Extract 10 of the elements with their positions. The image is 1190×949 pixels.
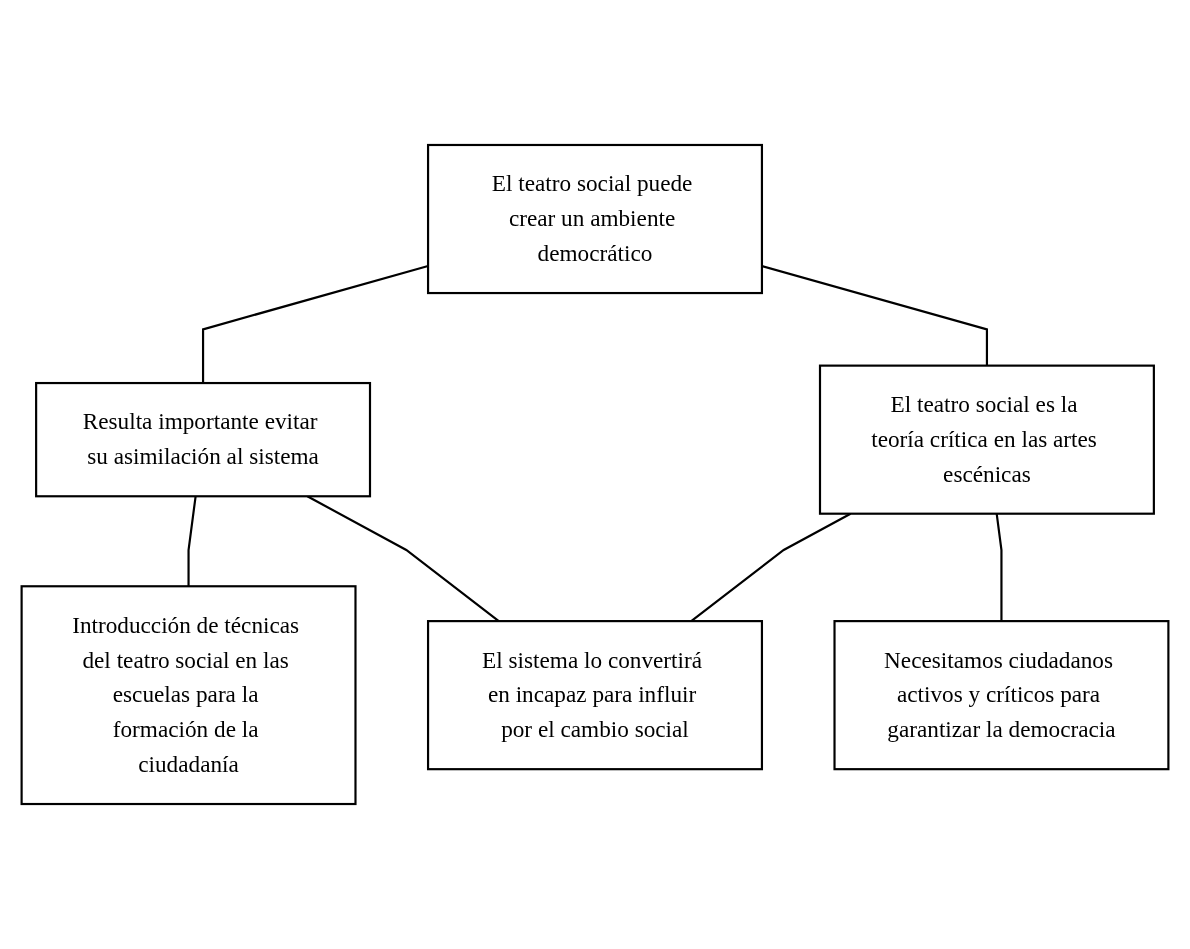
connector	[995, 513, 1003, 622]
connector	[201, 264, 429, 384]
node-box: Necesitamos ciudadanos activos y críticos para garantizar la democracia	[833, 620, 1170, 771]
node-box: Resulta importante evitar su asimilación al sistema	[35, 381, 372, 498]
node-box: El sistema lo convertirá en incapaz para influir por el cambio social	[426, 620, 764, 771]
connector	[187, 496, 197, 587]
node-box: El teatro social es la teoría crítica en las artes escénicas	[818, 364, 1155, 515]
connector	[761, 264, 989, 366]
node-box: Introducción de técnicas del teatro social en las escuelas para la formación de la ciudadanía	[20, 585, 357, 806]
node-box: El teatro social puede crear un ambiente democrático	[426, 143, 764, 295]
